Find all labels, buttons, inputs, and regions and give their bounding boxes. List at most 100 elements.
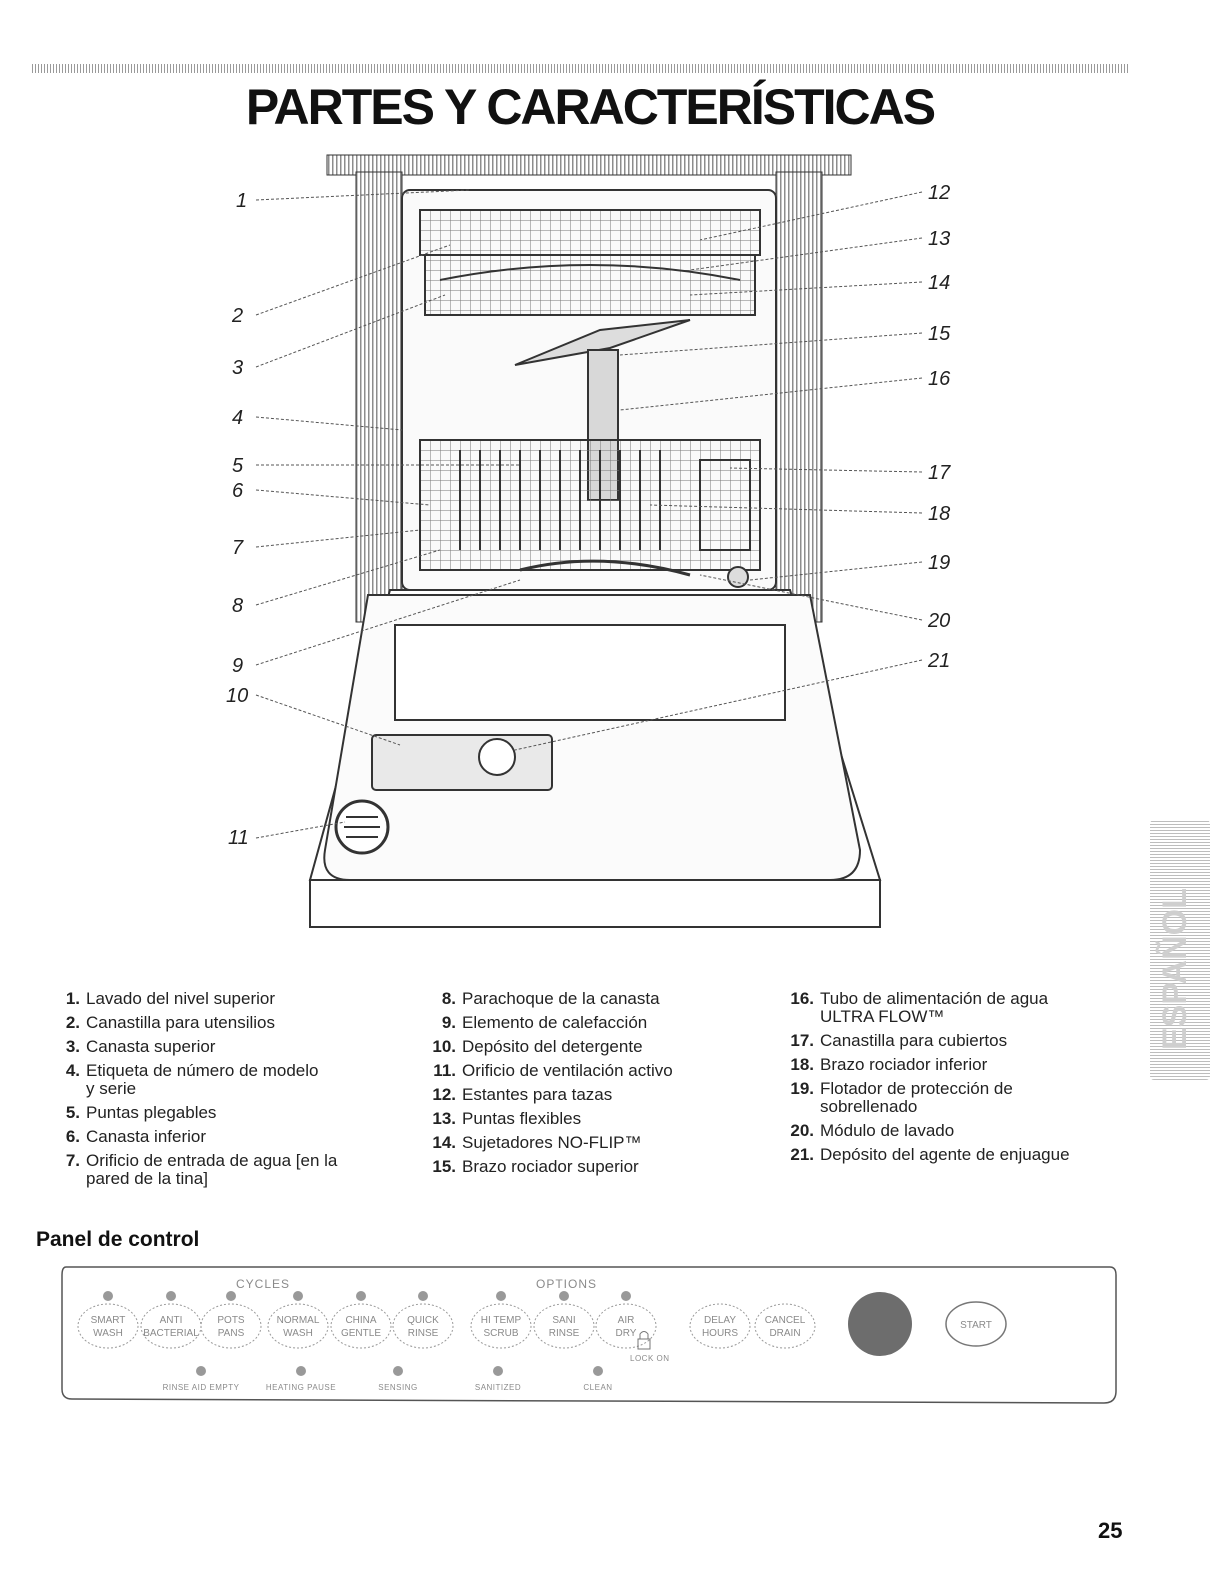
svg-text:RINSE: RINSE	[549, 1328, 580, 1339]
status-display-light	[848, 1292, 912, 1356]
callout-6: 6	[232, 480, 244, 502]
detergent-dispenser	[371, 734, 553, 791]
list-item: 4.Etiqueta de número de modelo y serie	[65, 1061, 319, 1098]
list-item: 18.Brazo rociador inferior	[790, 1055, 988, 1074]
door-window	[394, 624, 786, 721]
svg-text:SCRUB: SCRUB	[483, 1328, 518, 1339]
parts-column-2: 8.Parachoque de la canasta 9.Elemento de…	[406, 990, 746, 1182]
callout-3: 3	[232, 357, 243, 379]
lock-icon	[637, 1331, 651, 1350]
svg-text:START: START	[960, 1320, 992, 1331]
options-label: OPTIONS	[536, 1277, 597, 1291]
page-number: 25	[1098, 1518, 1123, 1543]
list-item: 11.Orificio de ventilación activo	[433, 1061, 673, 1080]
svg-text:ANTI: ANTI	[160, 1315, 183, 1326]
indicator-sensing: SENSING	[378, 1366, 417, 1392]
cycle-button-normal-wash[interactable]: NORMAL WASH	[267, 1291, 329, 1349]
callout-20: 20	[927, 610, 950, 632]
callout-18: 18	[928, 503, 950, 525]
callout-12: 12	[928, 182, 950, 204]
callout-16: 16	[928, 368, 951, 390]
option-button-sani-rinse[interactable]: SANI RINSE	[533, 1291, 595, 1349]
list-item: 3.Canasta superior	[65, 1037, 216, 1056]
list-item: 9.Elemento de calefacción	[441, 1013, 648, 1032]
option-button-hi-temp-scrub[interactable]: HI TEMP SCRUB	[470, 1291, 532, 1349]
lower-spray-arm	[519, 559, 691, 577]
list-item: 2.Canastilla para utensilios	[65, 1013, 275, 1032]
callout-11: 11	[228, 827, 249, 849]
svg-text:POTS: POTS	[217, 1315, 245, 1326]
indicator-rinse-aid-empty: RINSE AID EMPTY	[163, 1366, 239, 1392]
callout-8: 8	[232, 595, 243, 617]
indicator-sanitized: SANITIZED	[475, 1366, 521, 1392]
callout-21: 21	[927, 650, 950, 672]
callout-1: 1	[236, 190, 247, 212]
list-item: 14.Sujetadores NO-FLIP™	[432, 1133, 642, 1152]
list-item: 19.Flotador de protección de sobrellenad…	[790, 1079, 1013, 1116]
control-panel-illustration: CYCLES OPTIONS SMART WASH ANTI BACTERIAL…	[61, 1266, 1117, 1404]
svg-text:HEATING PAUSE: HEATING PAUSE	[266, 1383, 336, 1392]
callout-4: 4	[232, 407, 243, 429]
dishwasher-diagram: 1 2 3 4 5 6 7 8 9 10 11 12 13 14 15 16 1…	[0, 150, 1213, 940]
callout-7: 7	[232, 537, 244, 559]
lower-rack	[419, 439, 761, 571]
svg-text:WASH: WASH	[93, 1328, 123, 1339]
list-item: 7.Orificio de entrada de agua [en la par…	[65, 1151, 338, 1188]
list-item: 21.Depósito del agente de enjuague	[790, 1145, 1070, 1164]
svg-text:PANS: PANS	[218, 1328, 245, 1339]
svg-text:QUICK: QUICK	[407, 1315, 439, 1326]
callout-9: 9	[232, 655, 243, 677]
indicator-clean: CLEAN	[583, 1366, 612, 1392]
svg-text:BACTERIAL: BACTERIAL	[143, 1328, 199, 1339]
callout-5: 5	[232, 455, 244, 477]
callout-15: 15	[928, 323, 951, 345]
svg-text:SANITIZED: SANITIZED	[475, 1383, 521, 1392]
cycle-button-pots-pans[interactable]: POTS PANS	[200, 1291, 262, 1349]
callout-17: 17	[928, 462, 951, 484]
svg-text:DRY: DRY	[616, 1328, 637, 1339]
svg-text:HOURS: HOURS	[702, 1328, 738, 1339]
svg-text:CLEAN: CLEAN	[583, 1383, 612, 1392]
svg-text:SMART: SMART	[91, 1315, 126, 1326]
callout-numbers: 1 2 3 4 5 6 7 8 9 10 11 12 13 14 15 16 1…	[226, 182, 951, 849]
list-item: 17.Canastilla para cubiertos	[790, 1031, 1008, 1050]
start-button[interactable]: START	[945, 1301, 1007, 1347]
cycle-button-quick-rinse[interactable]: QUICK RINSE	[392, 1291, 454, 1349]
leader-lines-left	[255, 189, 521, 839]
svg-text:DRAIN: DRAIN	[769, 1328, 800, 1339]
side-tab-label: ESPAÑOL	[1156, 888, 1194, 1050]
svg-text:AIR: AIR	[618, 1315, 635, 1326]
svg-text:NORMAL: NORMAL	[277, 1315, 320, 1326]
language-side-tab: ESPAÑOL	[1150, 820, 1210, 1080]
svg-text:HI TEMP: HI TEMP	[481, 1315, 522, 1326]
upper-rack	[419, 209, 761, 316]
parts-column-1: 1.Lavado del nivel superior 2.Canastilla…	[30, 990, 390, 1194]
cycle-button-china-gentle[interactable]: CHINA GENTLE	[330, 1291, 392, 1349]
rinse-aid-dispenser	[478, 738, 516, 776]
list-item: 13.Puntas flexibles	[432, 1109, 582, 1128]
countertop-strip	[326, 154, 852, 176]
svg-text:WASH: WASH	[283, 1328, 313, 1339]
list-item: 5.Puntas plegables	[65, 1103, 217, 1122]
list-item: 10.Depósito del detergente	[432, 1037, 643, 1056]
list-item: 16.Tubo de alimentación de agua ULTRA FL…	[790, 989, 1049, 1026]
control-panel-heading: Panel de control	[36, 1228, 200, 1251]
option-button-air-dry[interactable]: AIR DRY	[595, 1291, 657, 1349]
svg-text:CHINA: CHINA	[345, 1315, 376, 1326]
list-item: 8.Parachoque de la canasta	[441, 989, 660, 1008]
delay-hours-button[interactable]: DELAY HOURS	[689, 1303, 751, 1349]
dishwasher-illustration: 1 2 3 4 5 6 7 8 9 10 11 12 13 14 15 16 1…	[226, 154, 951, 928]
svg-text:CANCEL: CANCEL	[765, 1315, 806, 1326]
indicator-heating-pause: HEATING PAUSE	[266, 1366, 336, 1392]
panel-outline	[61, 1266, 1117, 1404]
list-item: 1.Lavado del nivel superior	[65, 989, 276, 1008]
cycles-label: CYCLES	[236, 1277, 290, 1291]
list-item: 6.Canasta inferior	[65, 1127, 207, 1146]
cycle-button-smart-wash[interactable]: SMART WASH	[77, 1291, 139, 1349]
list-item: 20.Módulo de lavado	[790, 1121, 955, 1140]
left-side-wall	[355, 171, 403, 623]
cancel-drain-button[interactable]: CANCEL DRAIN	[754, 1303, 816, 1349]
right-side-wall	[775, 171, 823, 623]
callout-14: 14	[928, 272, 950, 294]
lock-label: LOCK ON	[630, 1354, 670, 1363]
